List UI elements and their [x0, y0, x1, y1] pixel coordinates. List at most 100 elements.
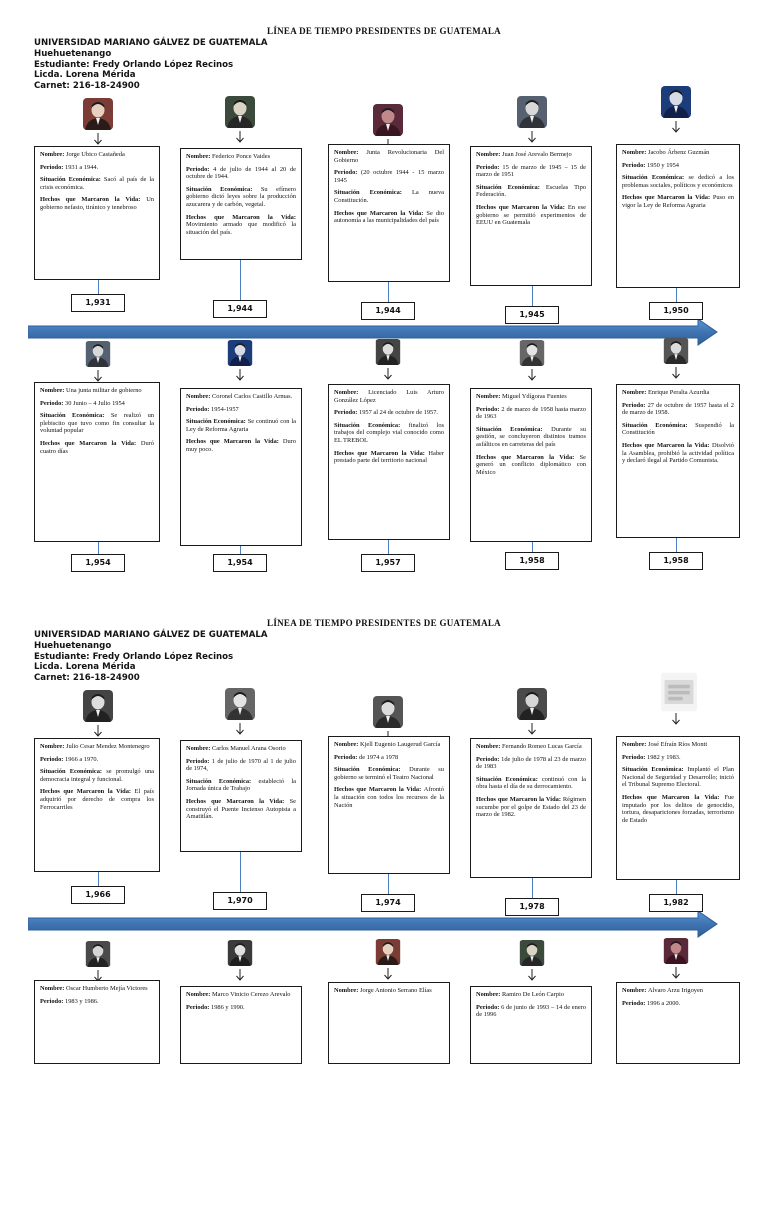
entry-field: Nombre: Julio Cesar Mendez Montenegro	[40, 743, 154, 751]
field-label: Hechos que Marcaron la Vida:	[334, 209, 427, 217]
entry-field: Situación Económica: Sacó al país de la …	[40, 176, 154, 191]
field-value: Se continuó con la Ley de Reforma Agrari…	[186, 418, 296, 433]
field-value: se dedicó a los problemas sociales, polí…	[622, 174, 734, 189]
connector-line	[676, 288, 677, 302]
entry-field: Hechos que Marcaron la Vida: Se generó u…	[476, 454, 586, 477]
entry-field: Situación Económica: se promulgó una dem…	[40, 768, 154, 783]
entry-field: Nombre: Jorge Antonio Serrano Elías	[334, 987, 444, 995]
field-value: Se construyó el Puente Incienso Autopist…	[186, 797, 296, 821]
entry-field: Nombre: Una junta militar de gobierno	[40, 387, 154, 395]
entry-field: Periodo: 1966 a 1970.	[40, 756, 154, 764]
entry-field: Periodo: 30 Junio – 4 Julio 1954	[40, 400, 154, 408]
field-label: Nombre:	[40, 387, 66, 394]
portrait-photo	[225, 688, 255, 720]
down-arrow-icon	[671, 120, 681, 133]
timeline-arrow	[27, 318, 718, 346]
field-label: Periodo:	[40, 399, 66, 407]
timeline-page-1: LÍNEA DE TIEMPO PRESIDENTES DE GUATEMALA…	[0, 26, 768, 626]
field-label: Periodo:	[476, 163, 503, 171]
entry-field: Hechos que Marcaron la Vida: El país adq…	[40, 788, 154, 811]
field-value: 4 de julio de 1944 al 20 de octubre de 1…	[186, 165, 296, 181]
entry-field: Nombre: Oscar Humberto Mejía Victores	[40, 985, 154, 993]
entry-field: Situación Económica: estableció la Jorna…	[186, 778, 296, 793]
field-value: 27 de octubre de 1957 hasta el 2 de marz…	[622, 401, 734, 417]
field-label: Nombre:	[40, 743, 66, 750]
page-title: LÍNEA DE TIEMPO PRESIDENTES DE GUATEMALA	[267, 26, 501, 36]
field-label: Nombre:	[622, 389, 648, 396]
down-arrow-icon	[93, 132, 103, 145]
field-label: Nombre:	[186, 393, 212, 400]
header-line: Licda. Lorena Mérida	[34, 662, 136, 673]
portrait-photo	[85, 941, 111, 967]
connector-line	[532, 286, 533, 306]
field-label: Hechos que Marcaron la Vida:	[40, 788, 135, 796]
connector-line	[532, 542, 533, 552]
entry-field: Periodo: 1957 al 24 de octubre de 1957.	[334, 409, 444, 417]
header-line: Estudiante: Fredy Orlando López Recinos	[34, 651, 234, 662]
down-arrow-icon	[235, 130, 245, 143]
down-arrow-icon	[235, 722, 245, 735]
field-value: Federico Ponce Vaides	[211, 153, 271, 160]
portrait-photo	[85, 341, 111, 367]
field-value: 2 de marzo de 1958 hasta marzo de 1963	[476, 405, 586, 421]
field-label: Situación Económica:	[40, 176, 104, 184]
year-label: 1,954	[71, 554, 125, 572]
entry-field: Periodo: 15 de marzo de 1945 – 15 de mar…	[476, 164, 586, 179]
portrait-photo	[227, 940, 253, 966]
entry-field: Nombre: Enrique Peralta Azurdia	[622, 389, 734, 397]
field-label: Periodo:	[40, 163, 66, 171]
field-label: Hechos que Marcaron la Vida:	[40, 196, 147, 204]
field-label: Situación Económica:	[186, 418, 248, 426]
entry-field: Nombre: Alvaro Arzu Irigoyen	[622, 987, 734, 995]
connector-line	[532, 878, 533, 898]
down-arrow-icon	[235, 968, 245, 981]
field-value: 1957 al 24 de octubre de 1957.	[359, 409, 439, 417]
field-label: Nombre:	[476, 151, 502, 158]
field-value: 1966 a 1970.	[65, 755, 99, 763]
entry-field: Nombre: Junta Revolucionaria Del Gobiern…	[334, 149, 444, 164]
field-value: 1983 y 1986.	[65, 997, 99, 1005]
field-label: Nombre:	[186, 745, 212, 752]
field-value: 30 Junio – 4 Julio 1954	[65, 399, 125, 407]
field-label: Hechos que Marcaron la Vida:	[186, 797, 290, 805]
header-line: UNIVERSIDAD MARIANO GÁLVEZ DE GUATEMALA	[34, 38, 268, 48]
field-label: Situación Económica:	[186, 185, 261, 193]
field-value: Duró cuatro días	[40, 439, 154, 455]
field-label: Periodo:	[476, 755, 502, 763]
down-arrow-icon	[671, 712, 681, 725]
field-label: Nombre:	[622, 987, 648, 994]
header-line: Huehuetenango	[34, 48, 112, 59]
entry-field: Periodo: 1de julio de 1978 al 23 de marz…	[476, 756, 586, 771]
field-value: Juan José Arevalo Bermejo	[501, 151, 572, 158]
year-label: 1,958	[505, 552, 559, 570]
portrait-photo	[83, 690, 113, 722]
portrait-photo	[661, 86, 691, 118]
entry-field: Situación Económica: Suspendió la Consti…	[622, 422, 734, 437]
president-card: Nombre: Licenciado Luis Arturo González …	[328, 384, 450, 540]
portrait-photo	[663, 338, 689, 364]
field-label: Situación Económica:	[186, 777, 259, 785]
entry-field: Periodo: (20 octubre 1944 - 15 marzo 194…	[334, 169, 444, 184]
entry-field: Nombre: Marco Vinicio Cerezo Arevalo	[186, 991, 296, 999]
down-arrow-icon	[383, 367, 393, 380]
portrait-photo	[225, 96, 255, 128]
field-label: Nombre:	[40, 985, 66, 992]
president-card: Nombre: Coronel Carlos Castillo Armas.Pe…	[180, 388, 302, 546]
year-label: 1,982	[649, 894, 703, 912]
field-label: Nombre:	[622, 149, 648, 156]
field-value: Fue imputado por los delitos de genocidi…	[622, 793, 734, 824]
field-label: Periodo:	[476, 1003, 502, 1011]
page-title: LÍNEA DE TIEMPO PRESIDENTES DE GUATEMALA	[267, 618, 501, 628]
image-placeholder-icon	[661, 672, 697, 712]
connector-line	[388, 874, 389, 894]
entry-field: Hechos que Marcaron la Vida: Disolvió la…	[622, 442, 734, 465]
header-line: Huehuetenango	[34, 640, 112, 651]
header-line: Carnet: 216-18-24900	[34, 81, 140, 92]
year-label: 1,970	[213, 892, 267, 910]
field-value: Durante su gestión, se concluyeron disti…	[476, 425, 586, 448]
entry-field: Nombre: Federico Ponce Vaides	[186, 153, 296, 161]
